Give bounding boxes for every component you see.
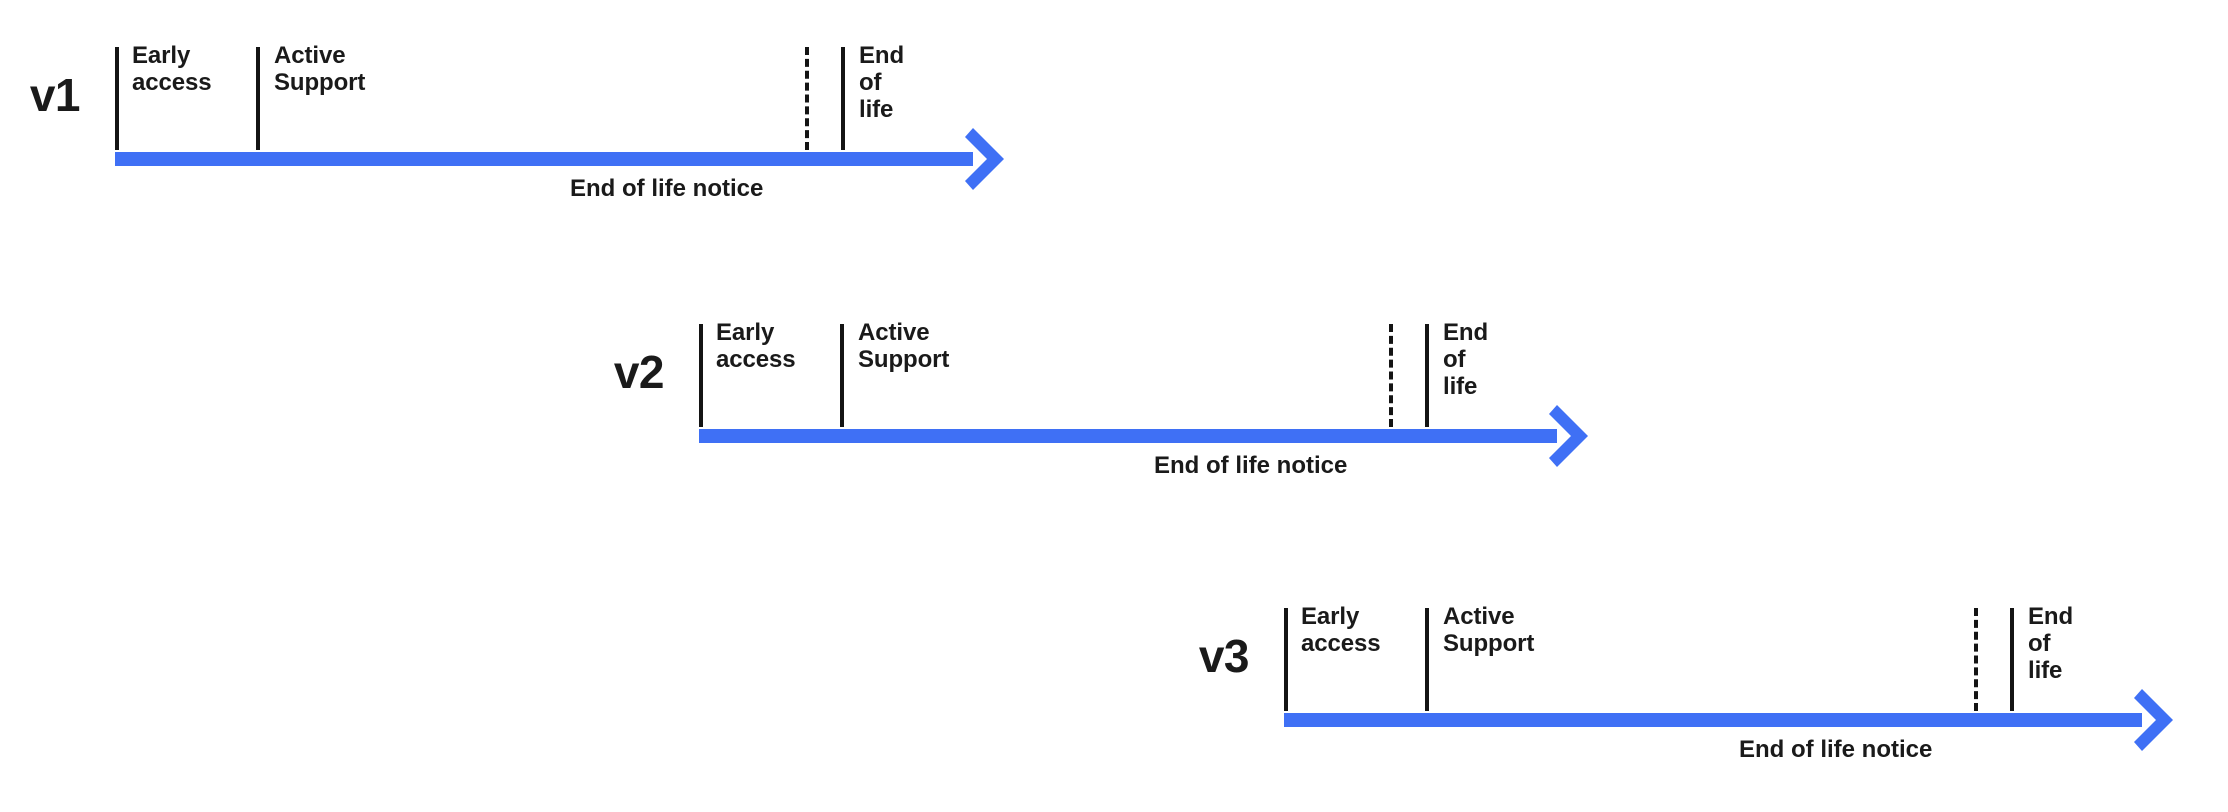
lifecycle-arrow-head-v1 [963, 128, 1019, 190]
phase-label-v3-active-support: Active Support [1443, 603, 1535, 657]
phase-divider-v2-0 [699, 324, 703, 427]
phase-label-v1-early-access: Early access [132, 42, 212, 96]
lifecycle-arrow-head-v2 [1547, 405, 1603, 467]
eol-notice-label-v2: End of life notice [1154, 452, 1348, 479]
phase-divider-v3-1 [1425, 608, 1429, 711]
eol-notice-label-v3: End of life notice [1739, 736, 1933, 763]
phase-label-v3-early-access: Early access [1301, 603, 1381, 657]
lifecycle-arrow-shaft-v2 [699, 429, 1557, 443]
version-label-v1: v1 [29, 69, 81, 121]
phase-divider-v1-0 [115, 47, 119, 150]
phase-divider-v3-0 [1284, 608, 1288, 711]
version-label-v2: v2 [613, 346, 665, 398]
eol-notice-marker-v2-2 [1389, 324, 1393, 427]
phase-label-v2-end-of-life: End of life [1443, 319, 1489, 400]
phase-divider-v1-3 [841, 47, 845, 150]
lifecycle-arrow-shaft-v3 [1284, 713, 2142, 727]
phase-divider-v2-3 [1425, 324, 1429, 427]
phase-divider-v3-3 [2010, 608, 2014, 711]
eol-notice-marker-v1-2 [805, 47, 809, 150]
lifecycle-arrow-head-v3 [2132, 689, 2188, 751]
lifecycle-arrow-shaft-v1 [115, 152, 973, 166]
version-label-v3: v3 [1198, 630, 1250, 682]
eol-notice-label-v1: End of life notice [570, 175, 764, 202]
phase-label-v1-active-support: Active Support [274, 42, 366, 96]
phase-label-v1-end-of-life: End of life [859, 42, 905, 123]
eol-notice-marker-v3-2 [1974, 608, 1978, 711]
phase-divider-v2-1 [840, 324, 844, 427]
phase-label-v3-end-of-life: End of life [2028, 603, 2074, 684]
phase-divider-v1-1 [256, 47, 260, 150]
phase-label-v2-active-support: Active Support [858, 319, 950, 373]
phase-label-v2-early-access: Early access [716, 319, 796, 373]
